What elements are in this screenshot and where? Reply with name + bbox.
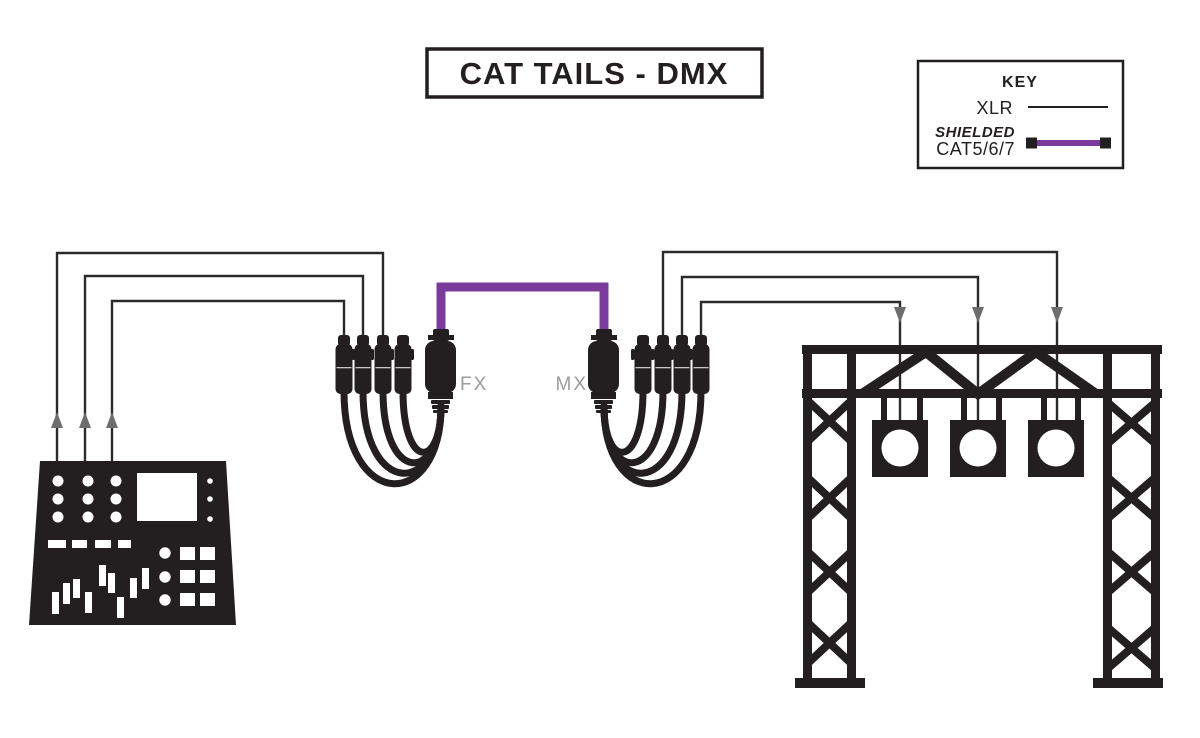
arrow-up-icon — [51, 412, 63, 428]
xlr-connector — [394, 335, 414, 394]
light-lens — [1037, 429, 1075, 467]
xlr-cable — [83, 274, 365, 461]
x-braces — [803, 396, 856, 668]
truss-left-tower — [795, 345, 865, 688]
key-legend: KEY XLR SHIELDED CAT5/6/7 — [916, 59, 1125, 170]
xlr-cable — [110, 299, 346, 461]
arrow-down-icon — [1051, 307, 1063, 323]
stage-light — [950, 396, 1006, 477]
fx-adapter — [425, 329, 456, 413]
fx-label: FX — [460, 374, 488, 395]
arrow-down-icon — [894, 307, 906, 323]
truss-top-chord — [802, 345, 1162, 354]
truss-arrows — [894, 307, 1063, 323]
key-shielded-label-line1: SHIELDED — [935, 124, 1015, 141]
xlr-cable — [699, 300, 902, 421]
arrow-up-icon — [106, 412, 118, 428]
xlr-connector — [651, 335, 672, 394]
lighting-console — [29, 461, 236, 625]
console-knobs — [52, 475, 122, 523]
shielded-cat-cable — [436, 282, 609, 334]
console-arrows — [51, 412, 118, 428]
mx-tails — [600, 387, 705, 488]
xlr-connector — [374, 335, 394, 394]
console-screen — [137, 473, 197, 521]
fx-xlr-connectors — [335, 335, 414, 394]
mx-xlr-connectors — [631, 335, 710, 394]
truss-right-tower — [1093, 345, 1163, 688]
page-title: CAT TAILS - DMX — [460, 56, 729, 91]
breakout-tail — [399, 387, 445, 456]
breakout-tail — [600, 387, 705, 488]
title-box: CAT TAILS - DMX — [425, 47, 764, 99]
truss-base-plate — [795, 678, 865, 688]
arrow-up-icon — [79, 412, 91, 428]
console-side-dots — [207, 478, 213, 522]
truss-base-plate — [1093, 678, 1163, 688]
lighting-truss — [795, 345, 1163, 688]
key-shielded-label-line2: CAT5/6/7 — [936, 139, 1015, 159]
fx-tails — [340, 387, 445, 488]
console-faders — [52, 565, 149, 618]
light-lens — [881, 429, 919, 467]
mx-breakout: MX — [556, 329, 710, 488]
light-lens — [959, 429, 997, 467]
key-heading: KEY — [1002, 74, 1038, 91]
fx-breakout: FX — [335, 329, 488, 488]
stage-lights — [872, 396, 1084, 477]
x-braces — [1103, 397, 1160, 674]
xlr-connector — [335, 335, 355, 394]
xlr-connector — [689, 335, 710, 394]
console-dashes — [48, 540, 131, 548]
truss-diagonals — [859, 345, 1099, 401]
mx-adapter — [588, 329, 619, 413]
console-to-fx-cables — [55, 251, 385, 461]
stage-light — [872, 396, 928, 477]
xlr-connector — [670, 335, 691, 394]
console-button-grid — [159, 547, 215, 606]
arrow-down-icon — [972, 307, 984, 323]
mx-label: MX — [556, 374, 589, 395]
key-xlr-label: XLR — [976, 98, 1013, 118]
xlr-connector — [631, 335, 652, 394]
xlr-connector — [354, 335, 374, 394]
xlr-cable — [661, 250, 1059, 421]
xlr-cable — [55, 251, 385, 461]
key-cat-line-sample — [1026, 137, 1111, 149]
stage-light — [1028, 396, 1084, 477]
